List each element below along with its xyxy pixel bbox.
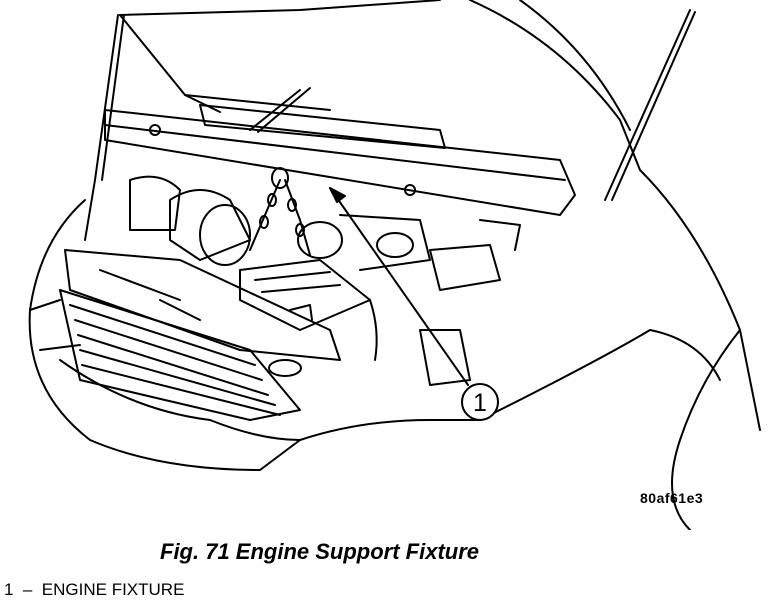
hood-prop-rods [84, 9, 696, 241]
figure-caption: Fig. 71 Engine Support Fixture [160, 539, 480, 564]
hood [119, 0, 641, 171]
grille [59, 289, 301, 441]
fixture-crossbeam [104, 87, 576, 216]
engine-compartment-illustration: 1 [28, 0, 761, 530]
radiator-support [64, 249, 341, 377]
engine [129, 175, 521, 386]
legend-item-1: 1 – ENGINE FIXTURE [4, 580, 185, 599]
vehicle-body [28, 169, 761, 530]
callout-1-number: 1 [473, 389, 487, 417]
figure-reference-code: 80af61e3 [640, 490, 704, 506]
support-chain [249, 167, 311, 256]
callout-leader [329, 187, 469, 386]
callout-1: 1 [461, 383, 499, 421]
